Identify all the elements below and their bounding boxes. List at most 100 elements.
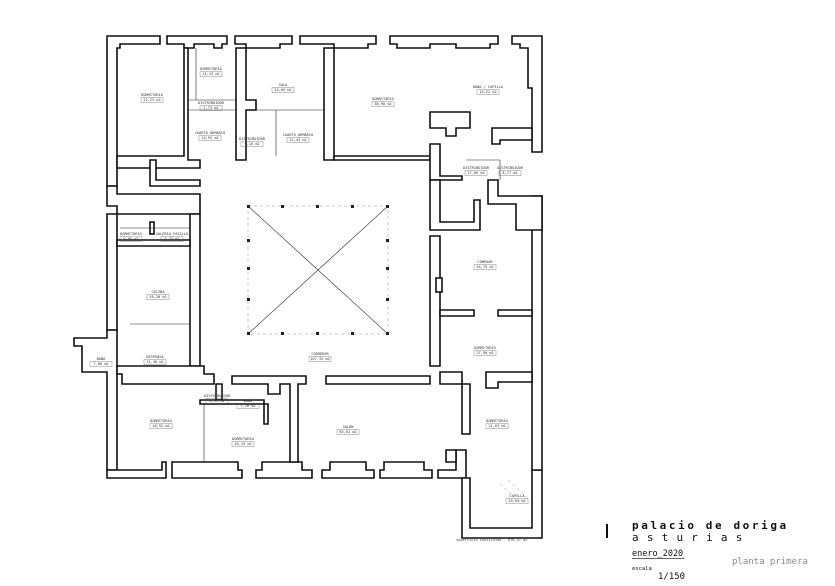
wall-feature-1: [435, 277, 443, 293]
room-name: BAÑO / CAPILLA: [473, 84, 504, 89]
room-name: DISTRIBUIDOR: [239, 137, 266, 141]
room-area-box: [160, 236, 184, 242]
room-area-box: [236, 403, 260, 409]
room-area: 11,13 m2: [202, 72, 219, 76]
room-area: 9,05 m2: [123, 237, 138, 241]
column: [281, 332, 284, 335]
room-name: COMEDOR: [477, 260, 493, 264]
wall-capilla: [461, 469, 543, 539]
drawing-subtitle: asturias: [632, 531, 751, 544]
room-name: DORMITORIO: [141, 93, 163, 97]
room-area: 27,90 m2: [476, 351, 493, 355]
wall-south-3: [255, 461, 313, 479]
room-area: 18,52 m2: [152, 424, 169, 428]
room-name: GALERÍA PASILLO: [156, 231, 188, 236]
column: [351, 332, 354, 335]
room-name: SALA: [279, 83, 288, 87]
room-area: 12,43 m2: [289, 138, 306, 142]
room-area-box: [89, 361, 113, 367]
column: [386, 205, 389, 208]
room-name: COCINA: [152, 290, 166, 294]
room-name: CUARTO ARMARIO: [195, 131, 225, 135]
room-area: 19,20 m2: [149, 295, 166, 299]
room-area: 20,15 m2: [234, 442, 251, 446]
wall-int-13: [429, 179, 481, 231]
column: [386, 298, 389, 301]
walls: [73, 35, 543, 539]
room-area: 21,23 m2: [143, 98, 160, 102]
column: [386, 239, 389, 242]
room-area-box: [143, 359, 167, 365]
wall-int-19: [485, 371, 533, 389]
room-name: CAPILLA: [509, 494, 525, 498]
room-area: 107,32 m2: [310, 357, 329, 361]
room-area: 15,22 m2: [479, 90, 496, 94]
room-area: 6,45 m2: [209, 399, 224, 403]
wall-int-22: [231, 375, 307, 463]
column: [281, 205, 284, 208]
wall-int-17: [497, 309, 533, 317]
wall-int-18: [439, 371, 463, 385]
drawing-title: palacio de doriga: [632, 519, 789, 532]
column: [316, 205, 319, 208]
room-area-box: [473, 350, 497, 356]
wall-south-6: [437, 449, 467, 479]
wall-int-8: [323, 47, 335, 161]
wall-north-5: [389, 35, 499, 49]
wall-north-2: [166, 35, 228, 49]
courtyard: [247, 205, 389, 335]
wall-south-2: [171, 461, 243, 479]
room-name: DISTRIBUIDOR: [497, 166, 524, 170]
column: [247, 298, 250, 301]
room-name: DISTRIBUIDOR: [204, 394, 231, 398]
room-name: DORMITORIO: [200, 67, 222, 71]
wall-west-2: [73, 329, 118, 471]
room-name: DORMITORIO: [232, 437, 254, 441]
room-area: 54,75 m2: [476, 265, 493, 269]
wall-south-5: [379, 461, 433, 479]
room-area-box: [149, 423, 173, 429]
column: [247, 332, 250, 335]
column: [316, 332, 319, 335]
wall-int-15: [429, 235, 441, 367]
wall-int-4: [189, 213, 201, 367]
room-name: DORMITORIO: [486, 419, 508, 423]
room-area-box: [199, 105, 223, 111]
room-area-box: [205, 398, 229, 404]
room-area-box: [146, 294, 170, 300]
column: [247, 205, 250, 208]
room-area: 14,93 m2: [201, 136, 218, 140]
room-name: SALÓN: [343, 424, 354, 429]
room-area: 7,20 m2: [240, 404, 255, 408]
wall-int-24: [263, 403, 269, 425]
wall-int-11: [429, 143, 463, 181]
room-name: DORMITORIO: [120, 232, 142, 236]
total-area-note: superficie construida - 876,47 m2: [456, 538, 527, 542]
wall-int-20: [461, 383, 471, 435]
drawing-date: enero_2020: [632, 549, 684, 559]
wall-int-2: [149, 159, 201, 187]
date-underline: [632, 558, 684, 559]
room-name: DISTRIBUIDOR: [463, 166, 490, 170]
room-area-box: [271, 87, 295, 93]
room-area-box: [336, 429, 360, 435]
room-area-box: [476, 89, 500, 95]
wall-int-26: [445, 449, 457, 463]
room-area: 2,73 m2: [203, 106, 218, 110]
room-name: CORREDOR: [311, 352, 329, 356]
wall-int-25: [325, 375, 431, 385]
room-area-box: [485, 423, 509, 429]
wall-north-6: [511, 35, 543, 153]
room-area-box: [473, 264, 497, 270]
